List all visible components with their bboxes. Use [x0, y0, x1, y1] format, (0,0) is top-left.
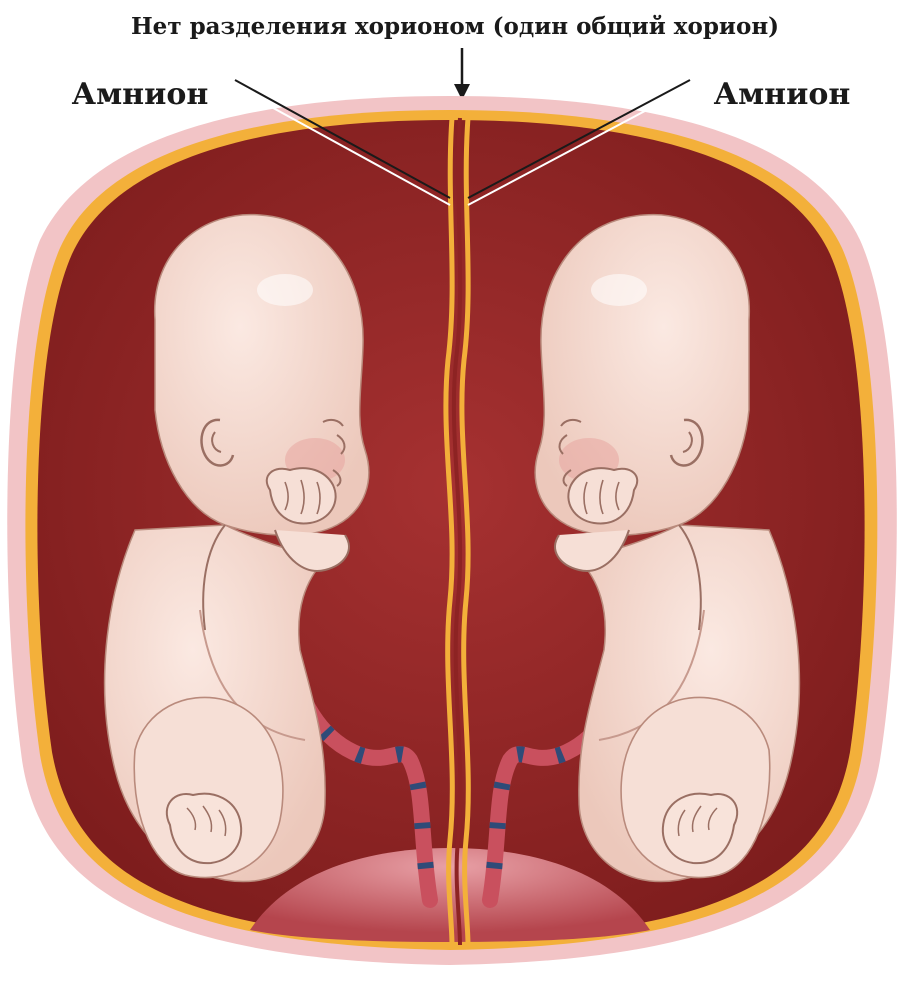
- right-amnion-label: Амнион: [714, 77, 851, 112]
- down-arrow-icon: [454, 48, 470, 100]
- top-label: Нет разделения хорионом (один общий хори…: [131, 13, 779, 40]
- left-amnion-label: Амнион: [72, 77, 209, 112]
